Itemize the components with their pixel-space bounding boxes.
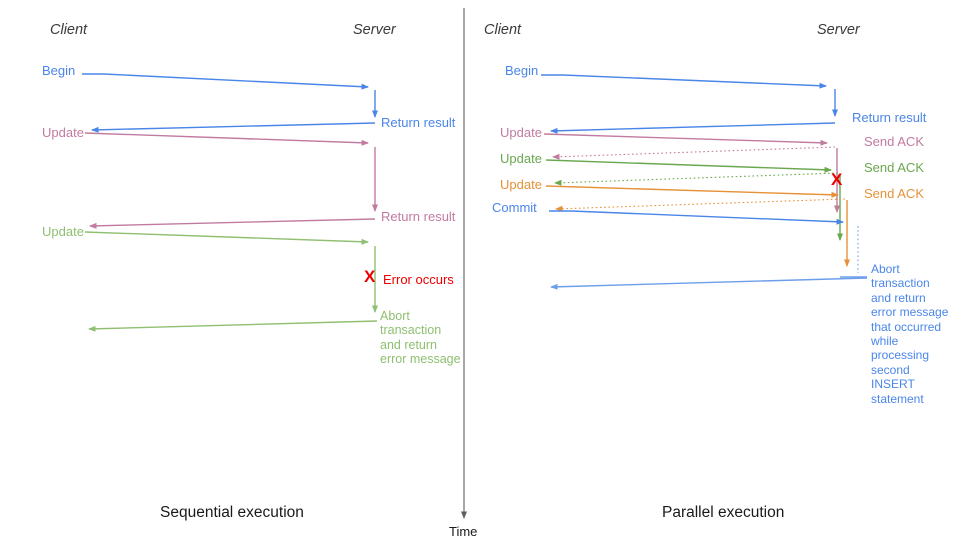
left-return-result-1-label: Return result [381, 115, 456, 130]
right-server-header: Server [817, 22, 860, 38]
right-client-header: Client [484, 22, 522, 38]
right-caption: Parallel execution [662, 504, 785, 521]
left-error-x-icon: X [364, 267, 376, 286]
time-axis-label: Time [449, 524, 478, 539]
right-update-3-label: Update [500, 177, 542, 192]
left-update-2-label: Update [42, 224, 84, 239]
left-return-result-1-arrow [91, 122, 376, 133]
right-commit-request-arrow [549, 210, 844, 225]
right-send-ack-3-label: Send ACK [864, 186, 924, 201]
right-return-result-arrow [550, 122, 836, 134]
right-commit-label: Commit [492, 200, 537, 215]
left-begin-label: Begin [42, 63, 76, 78]
right-send-ack-3-dotted-arrow [555, 198, 846, 212]
right-return-result-label: Return result [852, 110, 927, 125]
left-error-occurs-label: Error occurs [383, 272, 454, 287]
right-send-ack-1-dotted-arrow [552, 146, 836, 160]
left-return-result-2-label: Return result [381, 209, 456, 224]
right-update-1-label: Update [500, 125, 542, 140]
left-begin-request-arrow [82, 73, 369, 90]
right-begin-label: Begin [505, 63, 539, 78]
right-send-ack-1-label: Send ACK [864, 134, 924, 149]
right-error-x-icon: X [831, 170, 843, 189]
left-abort-message-label: Abort transaction and return error messa… [380, 309, 461, 367]
right-begin-request-arrow [541, 74, 827, 89]
right-abort-return-arrow [550, 277, 868, 290]
right-update-2-label: Update [500, 151, 542, 166]
right-update-1-request-arrow [543, 133, 828, 146]
left-client-header: Client [50, 22, 88, 38]
right-update-3-request-arrow [545, 185, 839, 198]
left-return-result-2-arrow [89, 218, 376, 229]
left-server-header: Server [353, 22, 396, 38]
left-abort-return-arrow [88, 320, 378, 332]
right-send-ack-2-dotted-arrow [554, 172, 839, 186]
left-caption: Sequential execution [160, 504, 304, 521]
right-update-2-request-arrow [545, 159, 832, 173]
left-update-2-request-arrow [84, 231, 369, 245]
left-update-1-request-arrow [84, 132, 369, 146]
left-update-1-label: Update [42, 125, 84, 140]
right-abort-message-label: Abort transaction and return error messa… [871, 262, 949, 406]
right-send-ack-2-label: Send ACK [864, 160, 924, 175]
